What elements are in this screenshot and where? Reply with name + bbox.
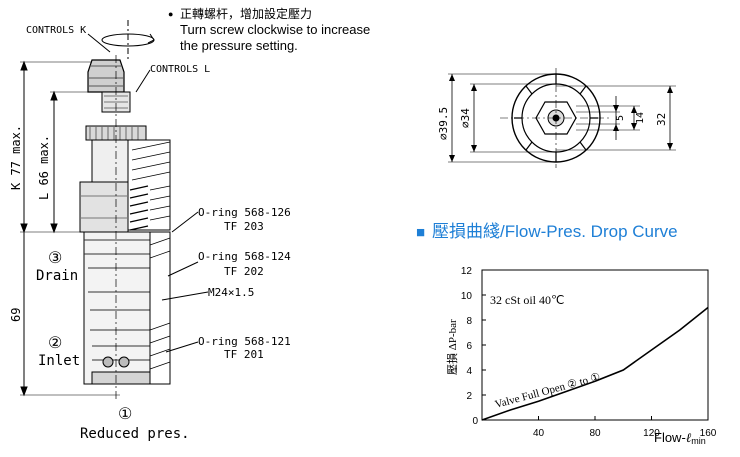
hex-body [79,181,129,233]
y-ticks: 2 4 6 8 10 12 [461,266,486,402]
thread-spec: M24×1.5 [208,286,254,299]
oring3-spec: O-ring 568-121 [198,335,291,348]
y-tick-label: 4 [466,366,472,377]
curve-label: Valve Full Open ② to ① [494,371,602,411]
dim-inner-label: ⌀34 [459,108,472,128]
instruction-en-line1: Turn screw clockwise to increase [180,22,370,37]
x-tick-label: 40 [533,428,545,439]
curve-title-marker: ■ [416,224,425,241]
x-tick-label: 120 [643,428,660,439]
end-view-labels: ⌀39.5 ⌀34 32 14 5 [437,107,668,140]
controls-l-label: CONTROLS L [150,64,210,75]
oring2-tf: TF 202 [224,265,264,278]
x-tick-label: 160 [700,428,717,439]
dim-l-label: L 66 max. [37,135,51,200]
instruction-zh: 正轉螺杆，增加設定壓力 [180,6,312,21]
valve-section-view [20,20,209,400]
port1-label: Reduced pres. [80,426,190,442]
instruction-en-line2: the pressure setting. [180,38,298,53]
y-tick-label: 12 [461,266,473,277]
controls-k-label: CONTROLS K [26,25,86,36]
curve-title-text: 壓損曲綫/Flow-Pres. Drop Curve [432,222,678,241]
x-axis-label-main: Flow- [654,430,686,445]
series-line [481,306,709,421]
x-axis-label: Flow-ℓmin [654,430,706,446]
dim-32-label: 32 [655,113,668,126]
y-tick-label: 2 [466,391,472,402]
origin-tick-label: 0 [472,416,478,427]
oring1-spec: O-ring 568-126 [198,206,291,219]
instruction-note: ● 正轉螺杆，增加設定壓力 Turn screw clockwise to in… [168,6,370,53]
x-tick-label: 80 [589,428,601,439]
y-tick-label: 6 [466,341,472,352]
spring [129,185,149,231]
flow-pressure-chart: 0 40 80 120 160 2 4 6 8 10 12 32 cSt oil 40℃ Valv… [445,266,717,446]
x-axis-label-sub: min [691,436,706,446]
port3-number: ③ [48,250,62,267]
port2-label: Inlet [38,353,80,369]
instruction-bullet: ● [168,9,173,19]
oring3-tf: TF 201 [224,348,264,361]
dim-5-label: 5 [615,115,626,121]
dim-k-label: K 77 max. [9,125,23,190]
port3-label: Drain [36,268,78,284]
curve-title: ■ 壓損曲綫/Flow-Pres. Drop Curve [416,222,678,241]
dim-outer-label: ⌀39.5 [437,107,450,140]
y-tick-label: 8 [466,316,472,327]
adjusting-knob [87,59,125,93]
port2-number: ② [48,335,62,352]
oring1-tf: TF 203 [224,220,264,233]
section-view-labels: CONTROLS K CONTROLS L K 77 max. L 66 max… [9,25,291,442]
x-axis-label-unit: ℓ [686,430,692,445]
x-ticks: 0 40 80 120 160 [472,416,717,439]
dim-69-label: 69 [9,308,23,322]
port1-number: ① [118,406,132,423]
y-tick-label: 10 [461,291,473,302]
chart-annotation: 32 cSt oil 40℃ [490,293,564,307]
y-axis-label: 壓損 ΔP-bar [445,319,459,375]
oring2-spec: O-ring 568-124 [198,250,291,263]
dim-14-label: 14 [635,112,646,124]
valve-end-view [448,68,676,168]
